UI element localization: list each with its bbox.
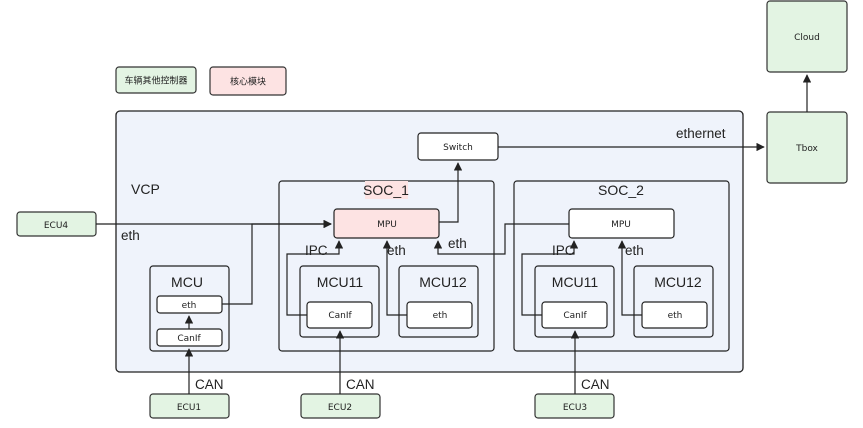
soc1-mpu-box: MPU	[333, 208, 440, 239]
legend-other-controllers-label: 车辆其他控制器	[124, 75, 187, 87]
soc1-canif-to-mpu-arrow	[286, 240, 344, 316]
tbox-label: Tbox	[795, 144, 818, 154]
ecu2-label: ECU2	[328, 403, 352, 413]
soc1-container: SOC_1	[278, 180, 495, 352]
soc2-canif-to-mpu-arrow	[521, 240, 579, 316]
ecu4-label: ECU4	[44, 221, 69, 231]
soc1-canif-box: CanIf	[306, 301, 373, 329]
soc1-mcu12-box: MCU12	[398, 265, 479, 338]
ecu4-eth-label: eth	[121, 228, 140, 243]
ecu3-box: ECU3	[534, 393, 615, 419]
soc2-mcu11-label: MCU11	[552, 274, 599, 290]
tbox-box: Tbox	[766, 111, 848, 184]
mcu-canif-box: CanIf	[156, 328, 223, 347]
ecu2-can-label: CAN	[346, 377, 375, 392]
ecu1-box: ECU1	[149, 393, 230, 419]
ecu2-box: ECU2	[300, 393, 381, 419]
cloud-box: Cloud	[766, 0, 848, 73]
soc1-mcu12-eth-to-mpu-arrow	[382, 240, 407, 316]
mcu-title: MCU	[171, 274, 203, 290]
soc2-canif-label: CanIf	[563, 311, 587, 321]
soc1-mcu12-eth-label: eth	[433, 311, 448, 321]
soc2-mcu12-eth-label: eth	[668, 311, 683, 321]
soc2-mcu12-eth-to-mpu-arrow	[617, 240, 642, 316]
soc2-mpu-label: MPU	[611, 220, 631, 230]
switch-box: Switch	[417, 132, 499, 161]
soc2-title: SOC_2	[598, 182, 644, 198]
mcu-canif-label: CanIf	[177, 334, 201, 344]
soc2-ipc-label: IPC	[552, 243, 575, 258]
soc2-mpu-box: MPU	[568, 208, 675, 239]
soc2-canif-box: CanIf	[541, 301, 608, 329]
soc2-eth-label: eth	[625, 243, 644, 258]
soc1-canif-label: CanIf	[328, 311, 352, 321]
soc1-mcu12-label: MCU12	[419, 274, 467, 290]
legend-core-module-label: 核心模块	[230, 76, 266, 88]
soc1-mpu-label: MPU	[377, 220, 397, 230]
ecu3-label: ECU3	[563, 403, 587, 413]
soc2-mcu12-eth-box: eth	[641, 301, 708, 329]
legend-other-controllers: 车辆其他控制器	[115, 66, 197, 94]
ecu4-box: ECU4	[16, 211, 97, 237]
soc2-mcu12-label: MCU12	[654, 274, 702, 290]
soc2-container: SOC_2	[513, 180, 730, 352]
soc2-mpu-to-soc1-mpu-arrow	[433, 223, 569, 255]
soc1-mcu12-eth-box: eth	[406, 301, 473, 329]
cloud-label: Cloud	[794, 33, 820, 43]
soc1-title: SOC_1	[363, 182, 409, 198]
ethernet-label: ethernet	[676, 126, 726, 141]
mcu-eth-label: eth	[182, 301, 197, 311]
legend-core-module: 核心模块	[209, 66, 287, 96]
soc1-mpu-to-switch-arrow	[439, 162, 463, 223]
soc1-eth-right-label: eth	[448, 236, 467, 251]
soc1-ipc-label: IPC	[305, 243, 328, 258]
soc1-title-highlight	[365, 181, 408, 199]
mcu-eth-box: eth	[156, 295, 223, 314]
ecu3-can-label: CAN	[581, 377, 610, 392]
soc1-eth-label: eth	[387, 243, 406, 258]
ecu1-can-label: CAN	[195, 377, 224, 392]
switch-label: Switch	[443, 143, 473, 153]
vcp-label: VCP	[131, 181, 160, 197]
ecu1-label: ECU1	[177, 403, 201, 413]
soc1-mcu11-label: MCU11	[317, 274, 364, 290]
soc2-mcu12-box: MCU12	[633, 265, 714, 338]
